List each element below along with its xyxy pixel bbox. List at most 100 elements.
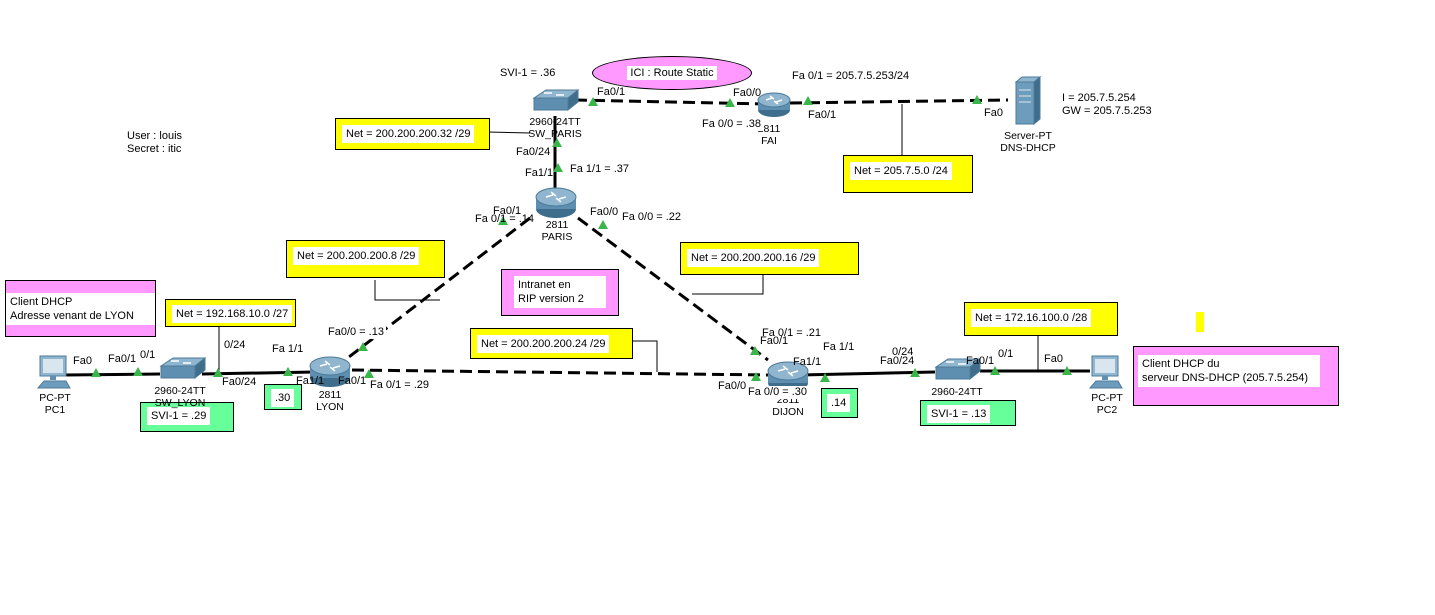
yellow-marker bbox=[1196, 312, 1204, 332]
switch-sw-paris[interactable] bbox=[528, 88, 580, 116]
link-pc1-swlyon[interactable] bbox=[64, 372, 161, 377]
port-label: 0/24 bbox=[224, 339, 246, 351]
sw-dijon-model: 2960-24TT bbox=[931, 386, 983, 398]
note-dijon-14[interactable]: .14 bbox=[821, 388, 858, 418]
paris-name: PARIS bbox=[541, 231, 573, 243]
port-label: Fa0 bbox=[984, 107, 1003, 119]
router-icon bbox=[757, 92, 791, 117]
connector-net-paris-dijon bbox=[692, 275, 764, 295]
note-client-dhcp-lyon-line1: Client DHCP bbox=[10, 296, 73, 308]
note-client-dhcp-lyon-text: Client DHCP Adresse venant de LYON bbox=[6, 293, 155, 325]
port-label: Fa0/1 bbox=[597, 86, 626, 98]
note-svi-lyon[interactable]: SVI-1 = .29 bbox=[140, 402, 234, 432]
switch-icon bbox=[934, 357, 982, 381]
port-label: 0/24 bbox=[892, 346, 914, 358]
switch-sw-lyon[interactable] bbox=[155, 356, 207, 384]
router-fai[interactable] bbox=[756, 90, 792, 120]
route-static-note[interactable]: ICI : Route Static bbox=[592, 56, 752, 90]
note-net-paris-sw[interactable]: Net = 200.200.200.32 /29 bbox=[335, 118, 490, 150]
sw-paris-label: 2960-24TT SW_PARIS bbox=[505, 116, 605, 140]
port-label: Fa1/1 bbox=[793, 356, 822, 368]
router-paris[interactable] bbox=[534, 186, 578, 220]
port-label: Fa 1/1 bbox=[823, 341, 855, 353]
note-net-lyon-lan-label: Net = 192.168.10.0 /27 bbox=[172, 305, 293, 323]
port-status-indicator bbox=[283, 367, 293, 376]
pc1-model: PC-PT bbox=[39, 392, 71, 404]
note-dijon-14-label: .14 bbox=[827, 394, 851, 412]
note-net-lyon-paris[interactable]: Net = 200.200.200.8 /29 bbox=[286, 240, 445, 278]
note-lyon-30[interactable]: .30 bbox=[264, 384, 302, 410]
server-icon bbox=[1014, 75, 1042, 126]
port-label: Fa0/1 bbox=[808, 109, 837, 121]
port-status-indicator bbox=[358, 342, 368, 351]
fai-name: FAI bbox=[761, 135, 777, 147]
pc-pc2[interactable] bbox=[1088, 354, 1124, 390]
credentials-secret: Secret : itic bbox=[127, 143, 182, 155]
note-net-lyon-dijon[interactable]: Net = 200.200.200.24 /29 bbox=[470, 328, 633, 359]
note-net-lyon-dijon-label: Net = 200.200.200.24 /29 bbox=[477, 335, 610, 353]
lyon-label: 2811 LYON bbox=[305, 389, 355, 413]
pc2-model: PC-PT bbox=[1091, 392, 1123, 404]
port-status-indicator bbox=[725, 98, 735, 107]
server-label: Server-PT DNS-DHCP bbox=[988, 130, 1068, 154]
port-label: Fa0/1 bbox=[338, 375, 367, 387]
port-label: Fa0/0 bbox=[733, 87, 762, 99]
link-lyon-dijon[interactable] bbox=[351, 368, 769, 377]
note-net-paris-dijon-label: Net = 200.200.200.16 /29 bbox=[687, 249, 820, 267]
connector-net-paris-sw bbox=[487, 131, 531, 134]
server-ip-note: I = 205.7.5.254 GW = 205.7.5.253 bbox=[1060, 92, 1154, 118]
note-client-dhcp-lyon[interactable]: Client DHCP Adresse venant de LYON bbox=[5, 280, 156, 337]
port-label: Fa0/1 bbox=[966, 355, 995, 367]
switch-icon bbox=[532, 88, 580, 112]
link-paris-lyon[interactable] bbox=[344, 216, 531, 362]
port-label: Fa0/24 bbox=[516, 146, 551, 158]
port-label: Fa1/1 bbox=[525, 167, 554, 179]
svi-paris-label: SVI-1 = .36 bbox=[498, 67, 558, 80]
port-ip-label: Fa 0/0 = .30 bbox=[746, 386, 810, 399]
note-svi-dijon[interactable]: SVI-1 = .13 bbox=[920, 400, 1016, 426]
port-label: Fa 1/1 bbox=[272, 343, 304, 355]
link-paris-dijon[interactable] bbox=[577, 216, 769, 362]
paris-model: 2811 bbox=[545, 219, 569, 231]
port-status-indicator bbox=[1062, 366, 1072, 375]
pc-pc1[interactable] bbox=[36, 354, 72, 390]
server-gw: GW = 205.7.5.253 bbox=[1062, 105, 1152, 117]
port-status-indicator bbox=[751, 372, 761, 381]
router-lyon[interactable] bbox=[308, 355, 352, 389]
note-net-dijon-lan[interactable]: Net = 172.16.100.0 /28 bbox=[964, 302, 1118, 336]
port-status-indicator bbox=[598, 220, 608, 229]
port-label: Fa0 bbox=[1044, 353, 1063, 365]
port-ip-label: Fa0/0 = .13 bbox=[326, 326, 386, 339]
note-net-fai[interactable]: Net = 205.7.5.0 /24 bbox=[843, 155, 973, 193]
port-label: Fa1/1 bbox=[296, 375, 325, 387]
switch-icon bbox=[159, 356, 207, 380]
router-icon bbox=[309, 356, 351, 387]
sw-lyon-name: SW_LYON bbox=[154, 397, 206, 409]
port-status-indicator bbox=[972, 95, 982, 104]
note-net-lyon-lan[interactable]: Net = 192.168.10.0 /27 bbox=[165, 299, 296, 327]
note-client-dhcp-pc2-line1: Client DHCP du bbox=[1142, 358, 1220, 370]
port-label: Fa0/0 bbox=[590, 206, 619, 218]
port-label: Fa0/0 bbox=[718, 380, 747, 392]
credentials-note: User : louis Secret : itic bbox=[127, 130, 182, 156]
switch-sw-dijon[interactable] bbox=[930, 357, 982, 385]
note-net-dijon-lan-label: Net = 172.16.100.0 /28 bbox=[971, 309, 1092, 327]
server-dns-dhcp[interactable] bbox=[1012, 75, 1042, 126]
connector-net-lyon-paris bbox=[374, 280, 440, 301]
note-client-dhcp-lyon-line2: Adresse venant de LYON bbox=[10, 310, 134, 322]
port-status-indicator bbox=[990, 366, 1000, 375]
note-lyon-30-label: .30 bbox=[271, 389, 295, 407]
paris-label: 2811 PARIS bbox=[532, 219, 582, 243]
port-status-indicator bbox=[213, 368, 223, 377]
sw-paris-name: SW_PARIS bbox=[528, 128, 582, 140]
port-label: Fa0/1 bbox=[108, 353, 137, 365]
link-swparis-fai[interactable] bbox=[574, 98, 766, 106]
port-status-indicator bbox=[553, 163, 563, 172]
port-label: Fa0 bbox=[73, 355, 92, 367]
port-status-indicator bbox=[552, 138, 562, 147]
link-fai-server[interactable] bbox=[789, 98, 1009, 105]
note-net-paris-dijon[interactable]: Net = 200.200.200.16 /29 bbox=[680, 242, 859, 275]
port-ip-label: Fa 0/0 = .22 bbox=[620, 211, 684, 224]
